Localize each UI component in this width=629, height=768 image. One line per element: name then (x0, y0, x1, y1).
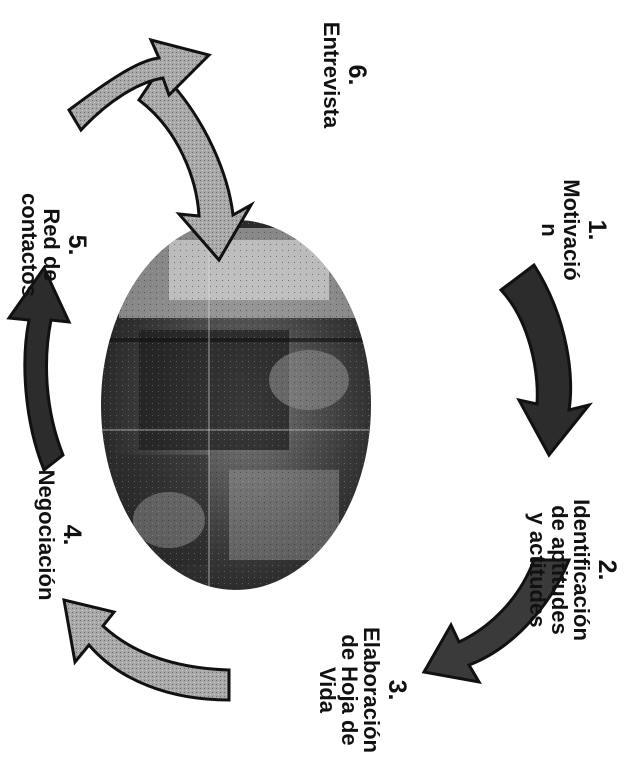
step-label-line: Negociación (35, 450, 57, 620)
step-3-elaboracion: 3. Elaboración de Hoja de Vida (316, 615, 409, 765)
step-4-negociacion: 4. Negociación (35, 450, 84, 620)
step-label-line: Motivació (560, 160, 582, 300)
step-label-line: n (538, 160, 560, 300)
step-label-line: de aptitudes (548, 470, 570, 670)
step-5-red-de-contactos: 5. Red de contactos (18, 175, 89, 315)
step-number: 5. (64, 175, 89, 315)
step-number: 3. (384, 615, 409, 765)
step-label-line: Vida (316, 615, 338, 765)
step-label-line: Identificación (570, 470, 592, 670)
step-label-line: de Hoja de (338, 615, 360, 765)
step-1-motivacion: 1. Motivació n (538, 160, 609, 300)
step-number: 1. (584, 160, 609, 300)
arrow-entrevista-to-motivacion (139, 70, 251, 260)
step-number: 2. (594, 470, 619, 670)
arrow-elaboracion-to-negociacion (64, 600, 229, 700)
step-number: 6. (344, 0, 369, 150)
step-label-line: Elaboración (360, 615, 382, 765)
step-number: 4. (59, 450, 84, 620)
step-2-identificacion: 2. Identificación de aptitudes y actitud… (526, 470, 619, 670)
step-label-line: contactos (18, 175, 40, 315)
step-label-line: Red de (40, 175, 62, 315)
step-label-line: Entrevista (320, 0, 342, 150)
step-6-entrevista: 6. Entrevista (320, 0, 369, 150)
step-label-line: y actitudes (526, 470, 548, 670)
